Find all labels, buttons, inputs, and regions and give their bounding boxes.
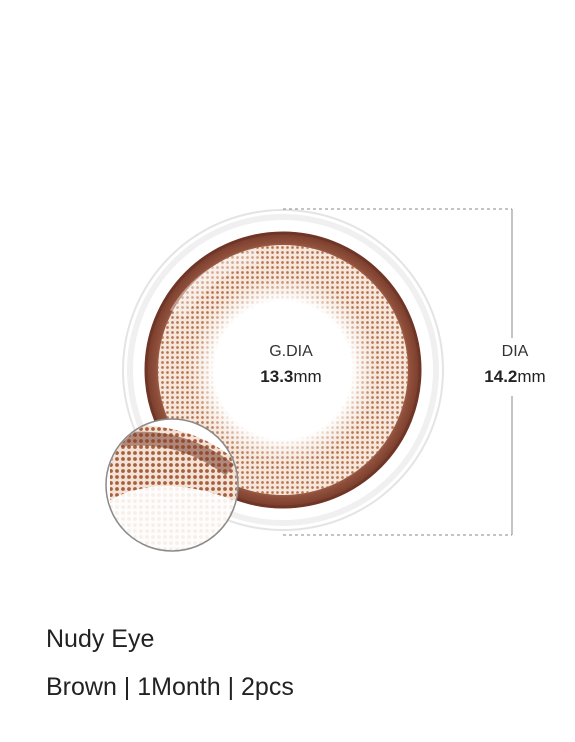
lens-illustration xyxy=(105,208,513,552)
dia-label: DIA xyxy=(501,343,529,360)
zoom-detail-circle xyxy=(105,418,239,552)
dia-number: 14.2 xyxy=(484,367,518,386)
dia-unit: mm xyxy=(517,367,546,386)
product-specs: Brown | 1Month | 2pcs xyxy=(46,673,294,701)
dia-dimension-line xyxy=(283,208,513,536)
gdia-number: 13.3 xyxy=(260,367,294,386)
lens-figure: G.DIA 13.3mm DIA 14.2mm xyxy=(105,208,570,552)
dia-value: 14.2mm xyxy=(460,366,570,388)
gdia-label: G.DIA xyxy=(269,343,313,360)
product-name: Nudy Eye xyxy=(46,625,155,653)
gdia-value: 13.3mm xyxy=(236,366,346,388)
gdia-unit: mm xyxy=(293,367,322,386)
